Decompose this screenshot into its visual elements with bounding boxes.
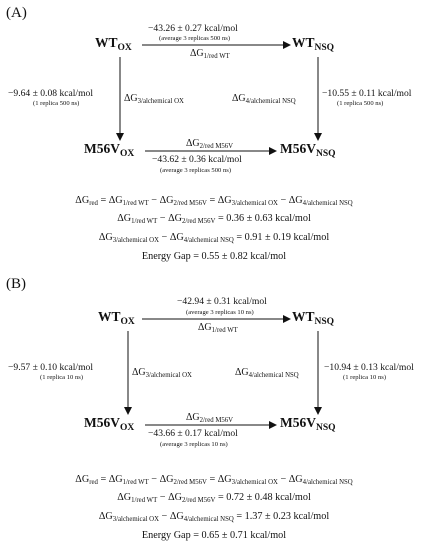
left-arrow-a-note: (1 replica 500 ns)	[33, 100, 80, 107]
node-b-m56v-ox: M56VOX	[84, 415, 135, 433]
node-a-wt-ox: WTOX	[95, 35, 132, 53]
bottom-arrow-a-label: ΔG2/red M56V	[186, 138, 234, 150]
bottom-arrow-b-value: −43.66 ± 0.17 kcal/mol	[148, 428, 238, 439]
equation-a-1: ΔGred = ΔG1/red WT − ΔG2/red M56V = ΔG3/…	[75, 195, 353, 207]
node-b-m56v-nsq: M56VNSQ	[280, 415, 336, 433]
panel-a-label: (A)	[6, 5, 27, 21]
equation-a-2: ΔG1/red WT − ΔG2/red M56V = 0.36 ± 0.63 …	[117, 213, 311, 225]
top-arrow-a-note: (average 3 replicas 500 ns)	[159, 35, 231, 42]
right-arrow-a-value: −10.55 ± 0.11 kcal/mol	[322, 88, 412, 99]
bottom-arrow-b-note: (average 3 replicas 10 ns)	[160, 441, 228, 448]
right-arrow-b-note: (1 replica 10 ns)	[343, 374, 387, 381]
left-arrow-b-value: −9.57 ± 0.10 kcal/mol	[8, 362, 94, 373]
node-b-wt-nsq: WTNSQ	[292, 309, 335, 327]
left-arrow-b-label: ΔG3/alchemical OX	[132, 367, 192, 379]
right-arrow-a-label: ΔG4/alchemical NSQ	[232, 93, 296, 105]
top-arrow-b-value: −42.94 ± 0.31 kcal/mol	[177, 296, 267, 307]
node-a-wt-nsq: WTNSQ	[292, 35, 335, 53]
equation-a-energy-gap: Energy Gap = 0.55 ± 0.82 kcal/mol	[141, 251, 287, 262]
node-a-m56v-nsq: M56VNSQ	[280, 141, 336, 159]
top-arrow-a-value: −43.26 ± 0.27 kcal/mol	[148, 23, 238, 34]
equation-b-energy-gap: Energy Gap = 0.65 ± 0.71 kcal/mol	[141, 530, 287, 541]
bottom-arrow-a-note: (average 3 replicas 500 ns)	[160, 167, 232, 174]
right-arrow-b-value: −10.94 ± 0.13 kcal/mol	[324, 362, 414, 373]
bottom-arrow-a-value: −43.62 ± 0.36 kcal/mol	[152, 154, 242, 165]
equation-a-3: ΔG3/alchemical OX − ΔG4/alchemical NSQ =…	[98, 232, 330, 244]
top-arrow-b-label: ΔG1/red WT	[198, 322, 238, 334]
bottom-arrow-b-label: ΔG2/red M56V	[186, 412, 234, 424]
node-a-m56v-ox: M56VOX	[84, 141, 135, 159]
left-arrow-a-value: −9.64 ± 0.08 kcal/mol	[8, 88, 94, 99]
left-arrow-b-note: (1 replica 10 ns)	[40, 374, 84, 381]
equation-b-3: ΔG3/alchemical OX − ΔG4/alchemical NSQ =…	[98, 511, 330, 523]
right-arrow-b-label: ΔG4/alchemical NSQ	[235, 367, 299, 379]
equation-b-2: ΔG1/red WT − ΔG2/red M56V = 0.72 ± 0.48 …	[117, 492, 311, 504]
right-arrow-a-note: (1 replica 500 ns)	[337, 100, 384, 107]
node-b-wt-ox: WTOX	[98, 309, 135, 327]
equation-b-1: ΔGred = ΔG1/red WT − ΔG2/red M56V = ΔG3/…	[75, 474, 353, 486]
top-arrow-b-note: (average 3 replicas 10 ns)	[186, 309, 254, 316]
panel-b-label: (B)	[6, 276, 26, 292]
left-arrow-a-label: ΔG3/alchemical OX	[124, 93, 184, 105]
top-arrow-a-label: ΔG1/red WT	[190, 48, 230, 60]
